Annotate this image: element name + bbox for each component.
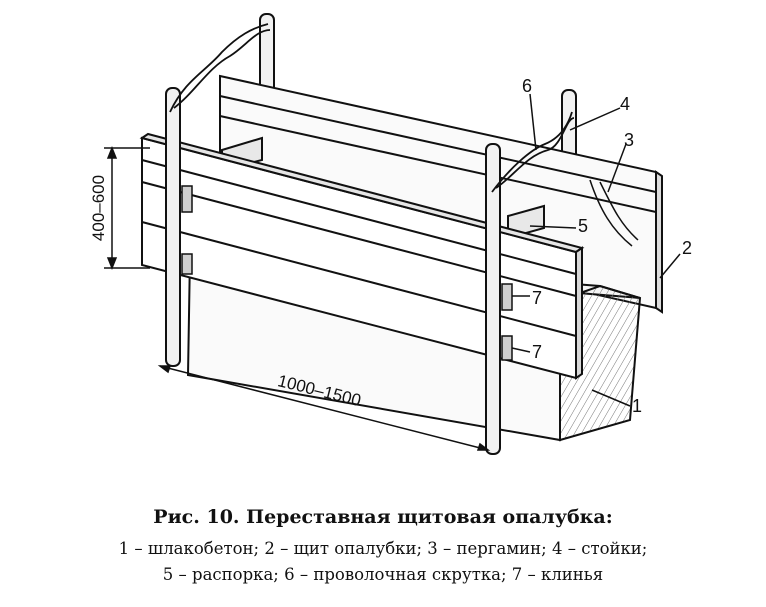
wire-twists [169,23,575,193]
height-dimension-label: 400–600 [89,175,108,241]
callout-2: 2 [682,238,692,258]
callout-6: 6 [522,76,532,96]
legend-line-1: 1 – шлакобетон; 2 – щит опалубки; 3 – пе… [118,539,648,558]
parchment-layer [589,179,639,247]
front-poles [165,87,501,455]
height-dimension [104,145,150,271]
callout-4: 4 [620,94,630,114]
front-formwork-panel [139,132,585,380]
figure-caption: Рис. 10. Переставная щитовая опалубка: 1… [0,506,766,590]
formwork-diagram: 400–600 1000–1500 1 2 3 4 5 6 7 7 [89,13,692,455]
callout-leaders [511,93,681,407]
legend-line-2: 5 – распорка; 6 – проволочная скрутка; 7… [162,565,604,584]
callout-3: 3 [624,130,634,150]
callout-7-lower: 7 [532,342,542,362]
length-dimension [157,365,491,451]
callout-1: 1 [632,396,642,416]
wedges [181,185,513,361]
callout-7-upper: 7 [532,288,542,308]
callout-5: 5 [578,216,588,236]
figure-title: Рис. 10. Переставная щитовая опалубка: [153,506,613,528]
